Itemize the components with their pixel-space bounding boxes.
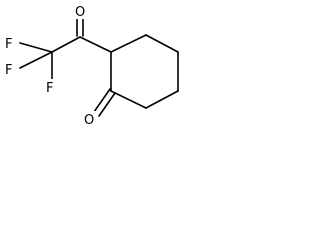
bond-cf3-carbonyl bbox=[51, 36, 81, 53]
oxygen-label: O bbox=[84, 113, 94, 128]
fluorine-label: F bbox=[5, 63, 12, 78]
ring-bond-5 bbox=[110, 90, 147, 109]
bond-ketone-oxygen-b bbox=[98, 92, 116, 117]
bond-ketone-oxygen-a bbox=[93, 88, 111, 113]
oxygen-label: O bbox=[75, 5, 85, 20]
bond-carbonyl-ring bbox=[79, 36, 112, 53]
label-backdrop bbox=[4, 35, 16, 50]
ring-bond-2 bbox=[145, 34, 179, 53]
chemical-structure-diagram: F F F O O bbox=[4, 4, 179, 128]
label-backdrop bbox=[45, 79, 57, 94]
ring-bond-1 bbox=[110, 34, 147, 53]
label-backdrop bbox=[4, 61, 16, 76]
fluorine-label: F bbox=[46, 81, 53, 96]
fluorine-label: F bbox=[5, 37, 12, 52]
bond-cf3-f2 bbox=[19, 51, 53, 69]
ring-bond-4 bbox=[145, 90, 179, 109]
label-backdrop bbox=[83, 111, 97, 126]
label-backdrop bbox=[73, 4, 87, 19]
bond-cf3-f1 bbox=[19, 42, 53, 53]
